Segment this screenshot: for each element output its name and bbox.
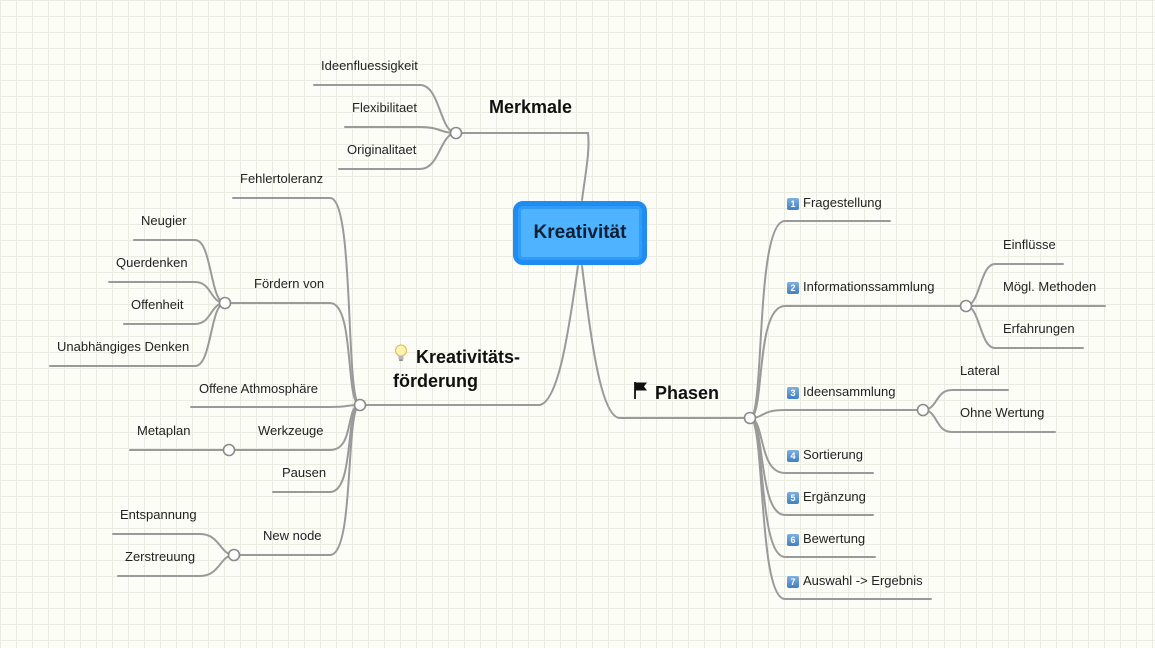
- topic-foerdern-von[interactable]: Fördern von: [254, 276, 325, 291]
- ideensammlung-collapse-handle[interactable]: [916, 403, 930, 417]
- topic-fragestellung[interactable]: 1 Fragestellung: [787, 195, 882, 211]
- topic-label: Informationssammlung: [803, 279, 935, 294]
- number-badge-icon: 7: [787, 576, 799, 588]
- informationssammlung-collapse-handle[interactable]: [959, 299, 973, 313]
- flag-icon: [632, 380, 650, 405]
- topic-label: Auswahl -> Ergebnis: [803, 573, 923, 588]
- werkzeuge-collapse-handle[interactable]: [222, 443, 236, 457]
- topic-label: Sortierung: [803, 447, 863, 462]
- topic-kreativitaetsfoerderung-line2[interactable]: förderung: [393, 371, 478, 391]
- topic-merkmale[interactable]: Merkmale: [489, 97, 573, 117]
- topic-label: Ideensammlung: [803, 384, 896, 399]
- number-badge-icon: 2: [787, 282, 799, 294]
- topic-auswahl-ergebnis[interactable]: 7 Auswahl -> Ergebnis: [787, 573, 923, 589]
- number-badge-icon: 4: [787, 450, 799, 462]
- topic-zerstreuung[interactable]: Zerstreuung: [125, 549, 196, 564]
- topic-metaplan[interactable]: Metaplan: [137, 423, 191, 438]
- topic-ergaenzung[interactable]: 5 Ergänzung: [787, 489, 866, 505]
- topic-unabhaengiges-denken[interactable]: Unabhängiges Denken: [57, 339, 190, 354]
- topic-originalitaet[interactable]: Originalitaet: [347, 142, 417, 157]
- number-badge-icon: 3: [787, 387, 799, 399]
- topic-neugier[interactable]: Neugier: [141, 213, 187, 228]
- foerderung-collapse-handle[interactable]: [353, 398, 367, 412]
- topic-flexibilitaet[interactable]: Flexibilitaet: [352, 100, 418, 115]
- central-topic[interactable]: Kreativität: [513, 201, 647, 265]
- phasen-collapse-handle[interactable]: [743, 411, 757, 425]
- topic-ohne-wertung[interactable]: Ohne Wertung: [960, 405, 1045, 420]
- topic-label: Bewertung: [803, 531, 866, 546]
- topic-fehlertoleranz[interactable]: Fehlertoleranz: [240, 171, 324, 186]
- topic-informationssammlung[interactable]: 2 Informationssammlung: [787, 279, 935, 295]
- topic-offenheit[interactable]: Offenheit: [131, 297, 184, 312]
- topic-moegl-methoden[interactable]: Mögl. Methoden: [1003, 279, 1097, 294]
- topic-entspannung[interactable]: Entspannung: [120, 507, 197, 522]
- foerdern-von-collapse-handle[interactable]: [218, 296, 232, 310]
- number-badge-icon: 5: [787, 492, 799, 504]
- topic-lateral[interactable]: Lateral: [960, 363, 1000, 378]
- number-badge-icon: 6: [787, 534, 799, 546]
- topic-phasen[interactable]: Phasen: [655, 383, 720, 403]
- central-topic-label: Kreativität: [533, 222, 627, 243]
- lightbulb-icon: [394, 344, 408, 367]
- new-node-collapse-handle[interactable]: [227, 548, 241, 562]
- topic-bewertung[interactable]: 6 Bewertung: [787, 531, 865, 547]
- topic-ideenfluessigkeit[interactable]: Ideenfluessigkeit: [321, 58, 418, 73]
- topic-ideensammlung[interactable]: 3 Ideensammlung: [787, 384, 896, 400]
- number-badge-icon: 1: [787, 198, 799, 210]
- topic-offene-athmosphaere[interactable]: Offene Athmosphäre: [199, 381, 319, 396]
- topic-sortierung[interactable]: 4 Sortierung: [787, 447, 863, 463]
- topic-einfluesse[interactable]: Einflüsse: [1003, 237, 1056, 252]
- topic-label: Ergänzung: [803, 489, 866, 504]
- topic-new-node[interactable]: New node: [263, 528, 322, 543]
- topic-erfahrungen[interactable]: Erfahrungen: [1003, 321, 1075, 336]
- topic-pausen[interactable]: Pausen: [282, 465, 327, 480]
- topic-werkzeuge[interactable]: Werkzeuge: [258, 423, 324, 438]
- topic-label: Fragestellung: [803, 195, 882, 210]
- topic-querdenken[interactable]: Querdenken: [116, 255, 188, 270]
- topic-kreativitaetsfoerderung-line1[interactable]: Kreativitäts-: [416, 347, 521, 367]
- merkmale-collapse-handle[interactable]: [449, 126, 463, 140]
